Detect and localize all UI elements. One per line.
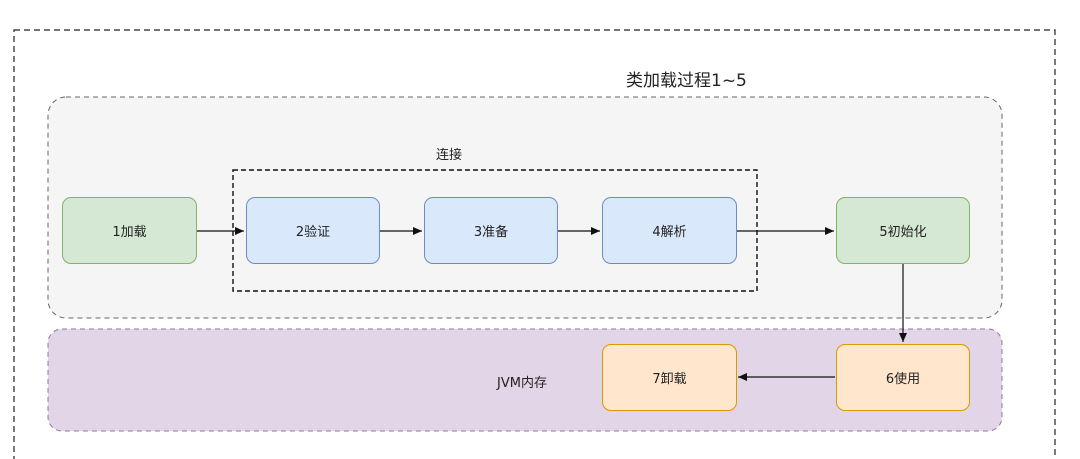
node-resolve: 4解析 [602, 197, 737, 264]
node-verify: 2验证 [246, 197, 380, 264]
jvm-memory-label: JVM内存 [497, 376, 547, 391]
node-unload: 7卸载 [602, 344, 737, 411]
outer-frame [13, 29, 1056, 459]
node-init: 5初始化 [836, 197, 970, 264]
jvm-memory-container [47, 328, 1003, 432]
node-use: 6使用 [836, 344, 970, 411]
diagram-title: 类加载过程1~5 [626, 71, 747, 91]
node-prepare: 3准备 [424, 197, 558, 264]
node-load: 1加载 [62, 197, 197, 264]
linking-group-label: 连接 [436, 148, 463, 163]
